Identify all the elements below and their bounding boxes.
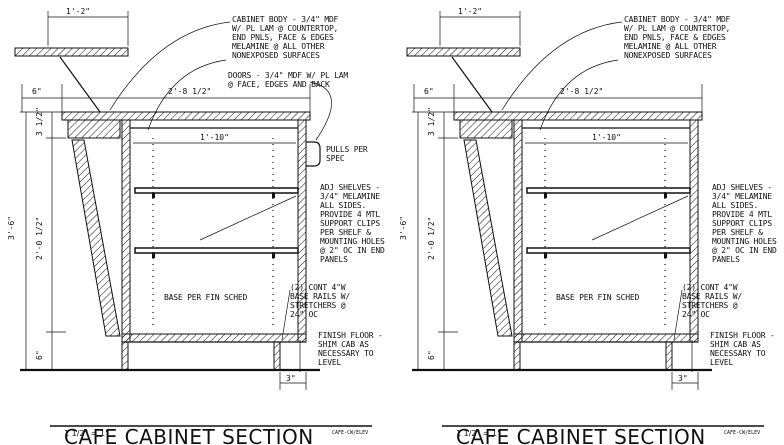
dim-toe-height-text: 6" bbox=[35, 350, 44, 360]
shelf-lower bbox=[134, 247, 299, 254]
note-cabinet-body: CABINET BODY - 3/4" MDF W/ PL LAM @ COUN… bbox=[232, 15, 343, 60]
dim-toe-depth: 3" bbox=[671, 372, 699, 390]
shelf-lower bbox=[526, 247, 691, 254]
drawing-title: CAFE CABINET SECTION bbox=[456, 425, 706, 445]
dim-top-band-text: 3 1/2" bbox=[35, 107, 44, 136]
leader-cabinet-body-2 bbox=[147, 59, 227, 131]
dim-interior: 1'-10" bbox=[525, 133, 688, 144]
note-base: BASE PER FIN SCHED bbox=[164, 293, 247, 302]
dim-six-top-text: 6" bbox=[424, 87, 434, 96]
dim-toe-depth: 3" bbox=[279, 372, 307, 390]
leader-shelves bbox=[591, 195, 689, 241]
shelf-upper bbox=[526, 187, 691, 194]
drawing-title: CAFE CABINET SECTION bbox=[64, 425, 314, 445]
pull-hardware bbox=[306, 141, 321, 167]
sheet-ref: CAFE-CW/ELEV bbox=[724, 430, 760, 436]
dim-overall-height-text: 3'-6" bbox=[399, 216, 408, 240]
cabinet-section-left: 1'-2" 6" 2'-8 1/2" bbox=[7, 7, 389, 445]
clip bbox=[272, 253, 275, 258]
dim-overhang-text: 1'-2" bbox=[458, 7, 482, 16]
toe-right bbox=[665, 341, 673, 371]
clip bbox=[152, 193, 155, 198]
toe-left bbox=[121, 341, 129, 371]
clip bbox=[664, 193, 667, 198]
dim-depth-text: 2'-8 1/2" bbox=[168, 87, 211, 96]
sheet-ref: CAFE-CW/ELEV bbox=[332, 430, 368, 436]
left-end-panel bbox=[513, 119, 523, 343]
note-base: BASE PER FIN SCHED bbox=[556, 293, 639, 302]
clip bbox=[664, 253, 667, 258]
note-cabinet-body: CABINET BODY - 3/4" MDF W/ PL LAM @ COUN… bbox=[624, 15, 735, 60]
dim-body-height-text: 2'-0 1/2" bbox=[35, 217, 44, 260]
note-doors: DOORS - 3/4" MDF W/ PL LAM @ FACE, EDGES… bbox=[228, 71, 353, 89]
top-block bbox=[67, 119, 121, 139]
countertop-detail bbox=[14, 47, 129, 57]
front-panel bbox=[463, 139, 513, 337]
dim-top-band-text: 3 1/2" bbox=[427, 107, 436, 136]
leader-shelves bbox=[199, 195, 297, 241]
cabinet-section-svg-left: 1'-2" 6" 2'-8 1/2" bbox=[7, 7, 389, 445]
dim-toe-depth-text: 3" bbox=[286, 374, 296, 383]
note-shelves: ADJ SHELVES - 3/4" MELAMINE ALL SIDES. P… bbox=[320, 183, 389, 264]
cabinet-section-right: 1'-2" 6" 2'-8 1/2" bbox=[392, 0, 784, 445]
dim-toe-height-text: 6" bbox=[427, 350, 436, 360]
note-pulls: PULLS PER SPEC bbox=[326, 145, 372, 163]
clip bbox=[544, 253, 547, 258]
dim-overhang-text: 1'-2" bbox=[66, 7, 90, 16]
note-finish-floor: FINISH FLOOR - SHIM CAB AS NECESSARY TO … bbox=[318, 331, 387, 367]
dim-interior-text: 1'-10" bbox=[200, 133, 229, 142]
note-shelves: ADJ SHELVES - 3/4" MELAMINE ALL SIDES. P… bbox=[712, 183, 781, 264]
clip bbox=[544, 193, 547, 198]
left-end-panel bbox=[121, 119, 131, 343]
toe-right bbox=[273, 341, 281, 371]
cabinet-section-svg-right: 1'-2" 6" 2'-8 1/2" bbox=[399, 7, 781, 445]
dim-depth-text: 2'-8 1/2" bbox=[560, 87, 603, 96]
shelf-upper bbox=[134, 187, 299, 194]
countertop-detail bbox=[406, 47, 521, 57]
countertop bbox=[61, 111, 311, 121]
drawing-scale: 1 1/2" = 1' bbox=[456, 429, 499, 438]
countertop bbox=[453, 111, 703, 121]
dim-vertical: 3'-6" 2'-0 1/2" 3 1/2" 6" bbox=[399, 107, 458, 371]
leader-doors bbox=[309, 81, 332, 141]
detail-leader bbox=[451, 56, 493, 113]
dim-vertical: 3'-6" 2'-0 1/2" 3 1/2" 6" bbox=[7, 107, 66, 371]
dim-interior-text: 1'-10" bbox=[592, 133, 621, 142]
cabinet-bottom bbox=[513, 333, 699, 343]
leader-base-rails bbox=[673, 289, 683, 341]
leader-base-rails bbox=[281, 289, 291, 341]
dim-toe-depth-text: 3" bbox=[678, 374, 688, 383]
clip bbox=[272, 193, 275, 198]
dim-six-top-text: 6" bbox=[32, 87, 42, 96]
leader-cabinet-body bbox=[109, 21, 231, 111]
note-finish-floor: FINISH FLOOR - SHIM CAB AS NECESSARY TO … bbox=[710, 331, 779, 367]
dim-overhang: 1'-2" bbox=[47, 7, 129, 46]
clip bbox=[152, 253, 155, 258]
detail-leader bbox=[59, 56, 101, 113]
leader-cabinet-body-2 bbox=[539, 59, 619, 131]
cabinet-bottom bbox=[121, 333, 307, 343]
drawing-scale: 1 1/2" = 1' bbox=[64, 429, 107, 438]
front-panel bbox=[71, 139, 121, 337]
toe-left bbox=[513, 341, 521, 371]
dim-top: 6" 2'-8 1/2" bbox=[413, 84, 703, 112]
note-base-rails: (2) CONT 4"W BASE RAILS W/ STRETCHERS @ … bbox=[290, 283, 355, 319]
top-block bbox=[459, 119, 513, 139]
dim-body-height-text: 2'-0 1/2" bbox=[427, 217, 436, 260]
note-base-rails: (2) CONT 4"W BASE RAILS W/ STRETCHERS @ … bbox=[682, 283, 747, 319]
leader-cabinet-body bbox=[501, 21, 623, 111]
dim-overhang: 1'-2" bbox=[439, 7, 521, 46]
dim-overall-height-text: 3'-6" bbox=[7, 216, 16, 240]
dim-interior: 1'-10" bbox=[133, 133, 296, 144]
dim-top: 6" 2'-8 1/2" bbox=[21, 84, 311, 112]
